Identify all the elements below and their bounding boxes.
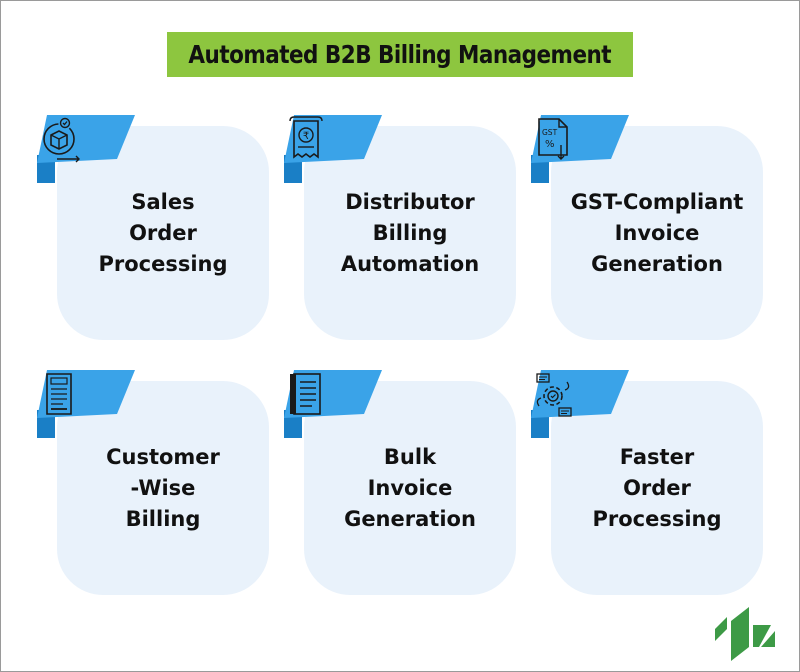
title-banner: Automated B2B Billing Management: [167, 32, 633, 77]
gear-process-icon: [536, 373, 572, 417]
bill-receipt-icon: [46, 373, 72, 415]
feature-card-bulk-invoice: Bulk Invoice Generation: [304, 381, 516, 595]
feature-card-label: Bulk Invoice Generation: [344, 444, 476, 531]
feature-card-label: Customer -Wise Billing: [106, 444, 220, 531]
feature-tab: [284, 370, 382, 438]
company-logo-icon: [715, 607, 775, 661]
svg-text:%: %: [545, 139, 555, 150]
feature-card-customer-billing: Customer -Wise Billing: [57, 381, 269, 595]
feature-card-label: Sales Order Processing: [98, 189, 228, 276]
feature-tab: [37, 115, 135, 183]
feature-tab: [37, 370, 135, 438]
feature-tab: GST %: [531, 115, 629, 183]
feature-tab: [531, 370, 629, 438]
feature-card-faster-order: Faster Order Processing: [551, 381, 763, 595]
feature-card-label: Distributor Billing Automation: [340, 189, 480, 276]
invoice-list-icon: [290, 373, 321, 415]
rupee-receipt-icon: ₹: [289, 116, 323, 159]
feature-card-distributor-billing: Distributor Billing Automation: [304, 126, 516, 340]
svg-text:GST: GST: [542, 128, 558, 137]
gst-document-icon: GST %: [538, 118, 568, 160]
svg-text:₹: ₹: [303, 131, 309, 142]
feature-card-gst-invoice: GST-Compliant Invoice Generation: [551, 126, 763, 340]
feature-card-sales-order: Sales Order Processing: [57, 126, 269, 340]
feature-tab: ₹: [284, 115, 382, 183]
feature-card-label: GST-Compliant Invoice Generation: [570, 189, 744, 276]
box-cycle-icon: [43, 117, 80, 163]
page-title: Automated B2B Billing Management: [188, 40, 612, 69]
feature-card-label: Faster Order Processing: [592, 444, 722, 531]
